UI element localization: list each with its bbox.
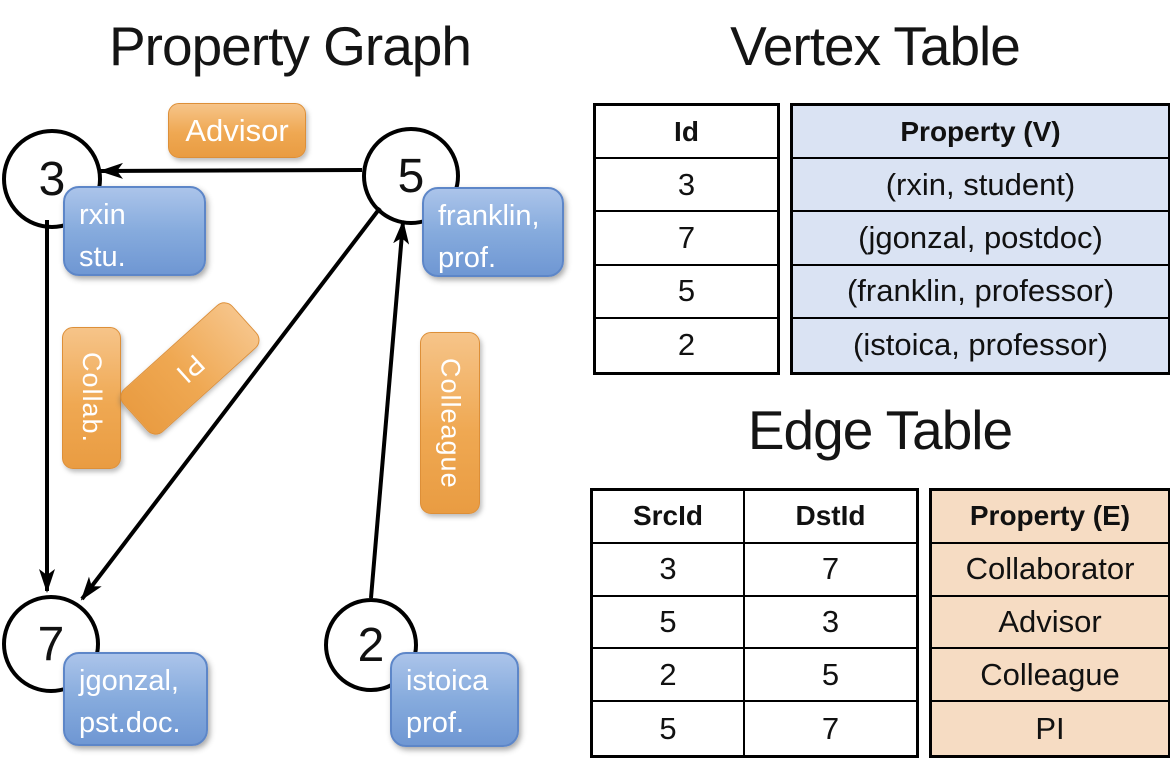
vertex-property-cell: (jgonzal, postdoc) bbox=[793, 212, 1168, 266]
vertex-property-header: Property (V) bbox=[793, 106, 1168, 160]
edge-dst-cell: 3 bbox=[745, 597, 916, 650]
edge-srcid-header: SrcId bbox=[593, 491, 745, 544]
property-graph-title: Property Graph bbox=[108, 15, 472, 77]
node-5-id: 5 bbox=[397, 149, 425, 203]
edge-property-header: Property (E) bbox=[932, 491, 1168, 544]
vertex-id-cell: 7 bbox=[596, 212, 777, 266]
node-2-id: 2 bbox=[357, 618, 385, 672]
vertex-id-header: Id bbox=[596, 106, 777, 160]
node-3-id: 3 bbox=[38, 152, 66, 206]
edge-property-cell: Advisor bbox=[932, 597, 1168, 650]
edge-table-title: Edge Table bbox=[747, 399, 1013, 461]
edge-table-id-columns: SrcId DstId 3 7 5 3 2 5 5 7 bbox=[590, 488, 919, 758]
edge-src-cell: 2 bbox=[593, 649, 745, 703]
node-2-prop-line2: prof. bbox=[406, 707, 465, 740]
node-2-property-box: istoica prof. bbox=[390, 652, 519, 747]
edge-label-collab: Collab. bbox=[62, 327, 121, 469]
node-3-prop-line1: rxin bbox=[79, 199, 126, 231]
node-3-prop-line2: stu. bbox=[79, 241, 126, 274]
vertex-property-cell: (franklin, professor) bbox=[793, 266, 1168, 319]
edge-property-cell: Colleague bbox=[932, 649, 1168, 703]
edge-arrow-5-to-3 bbox=[99, 162, 363, 179]
edge-dst-cell: 5 bbox=[745, 649, 916, 703]
edge-src-cell: 5 bbox=[593, 702, 745, 755]
edge-dst-cell: 7 bbox=[745, 544, 916, 597]
node-7-property-box: jgonzal, pst.doc. bbox=[63, 652, 208, 746]
node-3-property-box: rxin stu. bbox=[63, 186, 206, 276]
node-7-prop-line2: pst.doc. bbox=[79, 707, 181, 740]
edge-src-cell: 3 bbox=[593, 543, 745, 597]
edge-arrow-2-to-5 bbox=[369, 220, 410, 599]
edge-table-property-column: Property (E) Collaborator Advisor Collea… bbox=[929, 488, 1170, 758]
vertex-property-cell: (istoica, professor) bbox=[853, 327, 1108, 363]
edge-src-cell: 5 bbox=[593, 596, 745, 650]
node-5-prop-line1: franklin, bbox=[438, 200, 540, 232]
vertex-property-cell: (rxin, student) bbox=[793, 159, 1168, 213]
node-7-id: 7 bbox=[37, 617, 65, 671]
vertex-table-title: Vertex Table bbox=[730, 15, 1021, 77]
edge-property-cell: PI bbox=[1035, 710, 1065, 746]
node-7-prop-line1: jgonzal, bbox=[79, 665, 179, 697]
vertex-table-id-column: Id 3 7 5 2 bbox=[593, 103, 780, 375]
edge-label-colleague: Colleague bbox=[420, 332, 480, 514]
edge-property-cell: Collaborator bbox=[932, 544, 1168, 597]
node-2-prop-line1: istoica bbox=[406, 665, 489, 697]
edge-label-pi: PI bbox=[115, 297, 265, 440]
edge-dst-cell: 7 bbox=[821, 710, 840, 746]
vertex-id-cell: 3 bbox=[596, 159, 777, 213]
edge-label-advisor: Advisor bbox=[168, 103, 306, 158]
vertex-id-cell: 2 bbox=[677, 327, 696, 363]
graph-node-3: 3 bbox=[2, 129, 102, 229]
edge-dstid-header: DstId bbox=[745, 491, 916, 544]
vertex-table-property-column: Property (V) (rxin, student) (jgonzal, p… bbox=[790, 103, 1170, 375]
vertex-id-cell: 5 bbox=[596, 266, 777, 319]
node-5-property-box: franklin, prof. bbox=[422, 187, 564, 277]
node-5-prop-line2: prof. bbox=[438, 242, 497, 275]
